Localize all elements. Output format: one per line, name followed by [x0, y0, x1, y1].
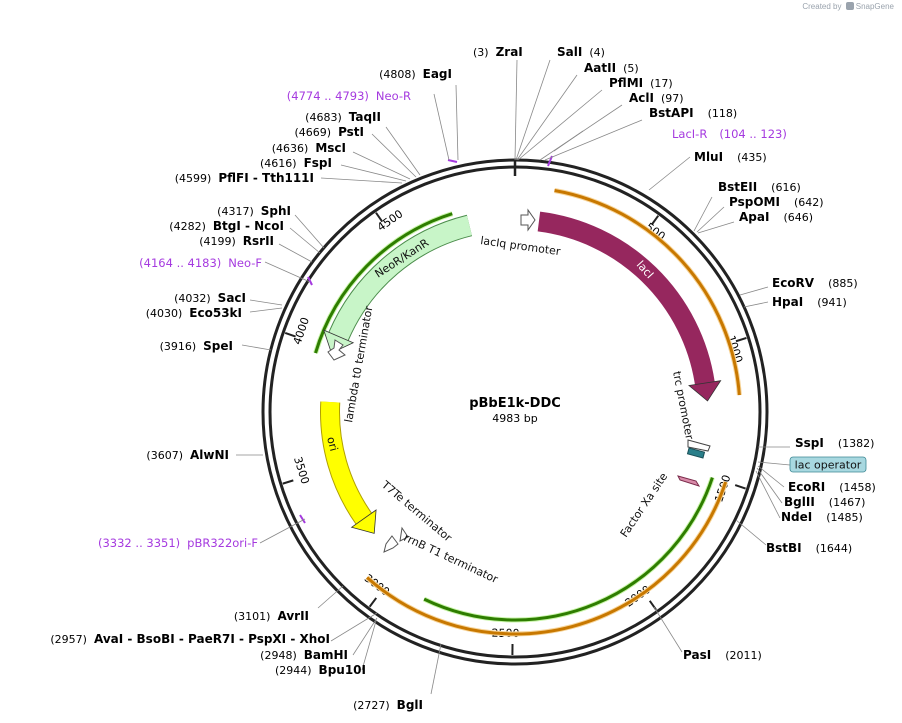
tick-label: 3500: [291, 455, 312, 486]
trc-promoter-arrow: [687, 439, 711, 452]
feature-arc-neor: [328, 214, 473, 341]
feature-label-trc-promoter: trc promoter: [670, 370, 696, 441]
tick-mark: [368, 597, 378, 608]
enzyme-saci: (4032)SacI: [174, 291, 246, 305]
enzyme-sspi: SspI(1382): [795, 436, 874, 450]
primer-neo-f: (4164 .. 4183)Neo-F: [139, 256, 262, 270]
enzyme-alwni: (3607)AlwNI: [146, 448, 229, 462]
enzyme-hpai: HpaI(941): [772, 295, 847, 309]
orf-track-orange-1: [554, 189, 741, 396]
primer-mark-neo-r: [447, 159, 458, 163]
plasmid-name: pBbE1k-DDC: [469, 396, 561, 411]
enzyme-ndei: NdeI(1485): [781, 510, 863, 524]
rrnb-terminator-arrow: [399, 526, 409, 542]
feature-label-lacIq-promoter: lacIq promoter: [480, 234, 562, 258]
feature-label-factor-xa: Factor Xa site: [618, 470, 671, 539]
lac-operator-label: lac operator: [795, 459, 862, 472]
enzyme-psti: (4669)PstI: [294, 125, 364, 139]
enzyme-ecorv: EcoRV(885): [772, 276, 858, 290]
enzyme-zrai: (3)ZraI: [473, 45, 523, 59]
enzyme-btgi-ncoi: (4282)BtgI - NcoI: [169, 219, 284, 233]
enzyme-msci: (4636)MscI: [272, 141, 346, 155]
lacIq-promoter-arrow: [520, 208, 536, 232]
feature-label-rrnb-t1: rrnB T1 terminator: [402, 531, 501, 586]
plasmid-length: 4983 bp: [492, 412, 537, 425]
feature-head-neor: [323, 329, 355, 354]
enzyme-pspomi: PspOMI(642): [729, 195, 824, 209]
enzyme-bgli: (2727)BglI: [353, 698, 423, 712]
tick-mark: [375, 212, 384, 223]
factor-xa-site-feature: [677, 475, 701, 487]
enzyme-bstapi: BstAPI(118): [649, 106, 737, 120]
primer-pbr322ori-f: (3332 .. 3351)pBR322ori-F: [98, 536, 258, 550]
enzyme-bsteii: BstEII(616): [718, 180, 801, 194]
snapgene-logo-icon: [845, 2, 854, 10]
orf-track-green-2: [314, 212, 453, 354]
primer-laci-r: LacI-R(104 .. 123): [672, 127, 787, 141]
tick-mark: [650, 215, 660, 226]
lac-operator-feature: [686, 447, 706, 459]
primer-neo-r: (4774 .. 4793)Neo-R: [287, 89, 411, 103]
enzyme-ecori: EcoRI(1458): [788, 480, 876, 494]
feature-arc-ori: [321, 401, 372, 524]
orf-track-orange-1: [554, 188, 742, 396]
enzyme-acli: AclI(97): [629, 91, 684, 105]
enzyme-apai: ApaI(646): [739, 210, 813, 224]
enzyme-bamhi: (2948)BamHI: [260, 648, 348, 662]
orf-track-orange-2: [366, 481, 728, 636]
enzyme-bglii: BglII(1467): [784, 495, 865, 509]
enzyme-rsrii: (4199)RsrII: [199, 234, 274, 248]
lac-operator-label-box: [789, 456, 867, 473]
orf-track-green-1: [423, 476, 715, 623]
feature-arcs: [313, 188, 742, 637]
feature-head-ori: [350, 509, 377, 534]
enzyme-fspi: (4616)FspI: [260, 156, 332, 170]
leader-lines: [236, 59, 791, 695]
enzyme-spei: (3916)SpeI: [160, 339, 233, 353]
feature-label-neor: NeoR/KanR: [373, 236, 432, 281]
tick-mark: [282, 479, 294, 485]
tick-label: 4500: [375, 207, 405, 234]
tick-mark: [734, 484, 746, 490]
lambda-t0-terminator-arrow: [327, 339, 346, 361]
orf-track-orange-2: [365, 481, 729, 637]
primer-mark-ori-f: [299, 514, 306, 524]
feature-arc-lacI: [537, 211, 715, 385]
enzyme-bpu10i: (2944)Bpu10I: [275, 663, 366, 677]
enzyme-mlui: MluI(435): [694, 150, 767, 164]
credit-prefix: Created by: [802, 2, 842, 11]
enzyme-sali: SalI(4): [557, 45, 605, 59]
t7te-terminator-arrow: [383, 535, 399, 553]
enzyme-pflfi-tth111i: (4599)PflFI - Tth111I: [175, 171, 314, 185]
tick-mark: [284, 332, 296, 338]
snapgene-credit: Created by SnapGene: [802, 2, 894, 11]
credit-brand: SnapGene: [855, 2, 894, 11]
orf-track-green-1: [423, 477, 714, 622]
enzyme-bstbi: BstBI(1644): [766, 541, 852, 555]
tick-mark: [735, 336, 747, 343]
enzyme-pflmi: PflMI(17): [609, 76, 673, 90]
enzyme-aatii: AatII(5): [584, 61, 639, 75]
enzyme-sphi: (4317)SphI: [217, 204, 291, 218]
tick-label: 4000: [291, 316, 312, 347]
enzyme-pasi: PasI(2011): [683, 648, 762, 662]
enzyme-taqii: (4683)TaqII: [305, 110, 381, 124]
enzyme-eco53ki: (4030)Eco53kI: [146, 306, 242, 320]
feature-arc-neor: [329, 215, 472, 341]
enzyme-eagi: (4808)EagI: [379, 67, 452, 81]
feature-label-ori: ori: [324, 435, 340, 452]
enzyme-avai-group: (2957)AvaI - BsoBI - PaeR7I - PspXI - Xh…: [50, 632, 330, 646]
enzyme-avrii: (3101)AvrII: [234, 609, 309, 623]
feature-head-lacI: [688, 380, 722, 402]
primer-mark-neo-f: [307, 276, 313, 286]
